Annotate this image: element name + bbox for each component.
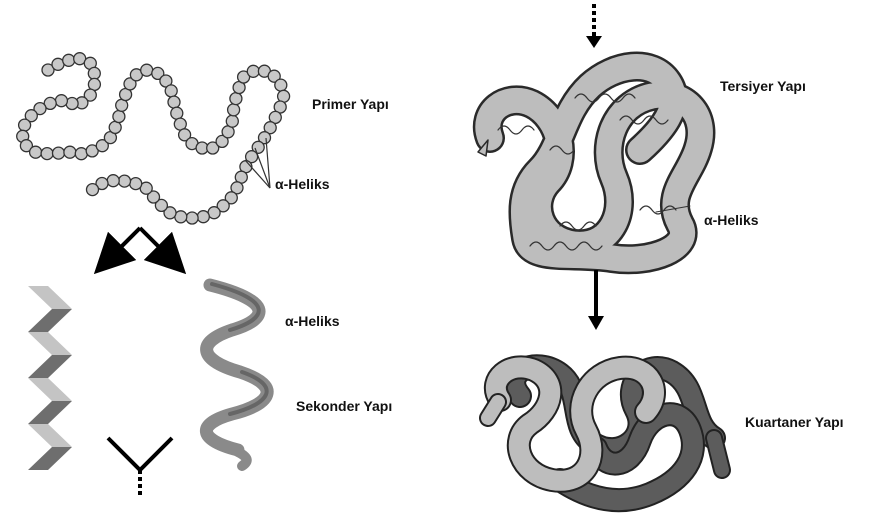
primary-alpha-helix-label: α-Heliks <box>275 176 330 192</box>
bead <box>230 93 242 105</box>
beta-sheet-segment <box>28 447 72 470</box>
bead <box>119 175 131 187</box>
bead <box>75 148 87 160</box>
tertiary-alpha-helix-label: α-Heliks <box>704 212 759 228</box>
bead <box>55 95 67 107</box>
junction-y-arrow <box>108 438 172 496</box>
beta-sheet-segment <box>28 309 72 332</box>
bead <box>141 64 153 76</box>
bead <box>186 212 198 224</box>
bead <box>53 147 65 159</box>
beta-sheet <box>28 286 72 470</box>
bead <box>109 121 121 133</box>
bead <box>275 79 287 91</box>
beta-sheet-segment <box>28 424 72 447</box>
bead <box>64 146 76 158</box>
tertiary-structure <box>478 67 700 260</box>
bead <box>30 146 42 158</box>
primary-structure-bead-chain <box>17 53 290 224</box>
beta-sheet-segment <box>28 355 72 378</box>
beta-sheet-segment <box>28 332 72 355</box>
secondary-structure-label: Sekonder Yapı <box>296 398 392 414</box>
bead <box>226 115 238 127</box>
dashed-arrow-into-tertiary <box>586 4 602 48</box>
beta-sheet-segment <box>28 401 72 424</box>
bead <box>165 85 177 97</box>
secondary-alpha-helix-ribbon <box>206 284 267 466</box>
secondary-alpha-helix-label: α-Heliks <box>285 313 340 329</box>
bead <box>113 111 125 123</box>
bead <box>88 67 100 79</box>
quaternary-structure-label: Kuartaner Yapı <box>745 414 844 430</box>
branch-arrows <box>108 228 172 260</box>
bead <box>228 104 240 116</box>
bead <box>171 107 183 119</box>
bead <box>197 211 209 223</box>
bead <box>130 178 142 190</box>
primary-structure-label: Primer Yapı <box>312 96 389 112</box>
beta-sheet-segment <box>28 286 72 309</box>
bead <box>87 184 99 196</box>
bead <box>168 96 180 108</box>
quaternary-structure <box>488 366 722 500</box>
bead <box>41 148 53 160</box>
arrow-tertiary-to-quaternary <box>588 270 604 330</box>
bead <box>247 65 259 77</box>
beta-sheet-segment <box>28 378 72 401</box>
bead <box>107 175 119 187</box>
bead <box>19 119 31 131</box>
tertiary-structure-label: Tersiyer Yapı <box>720 78 806 94</box>
bead <box>63 54 75 66</box>
